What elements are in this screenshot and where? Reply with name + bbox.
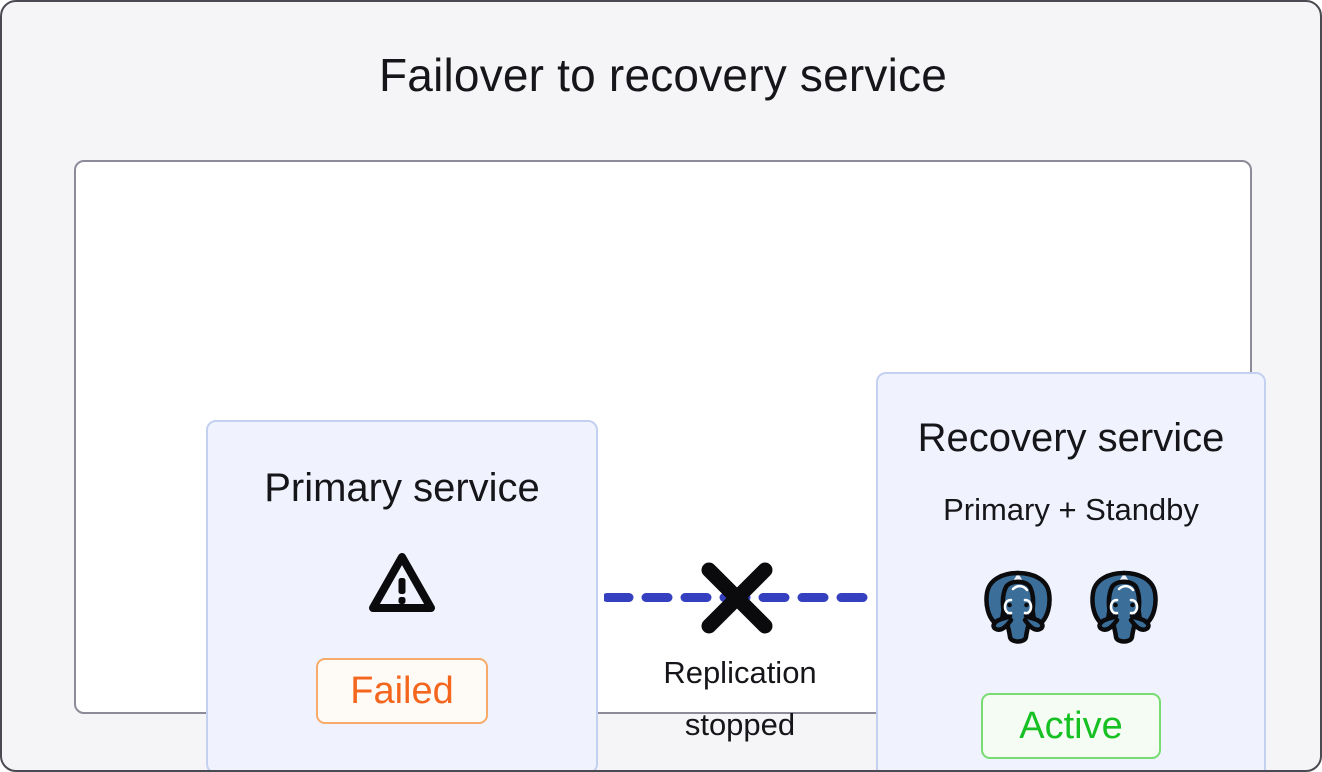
primary-service-title: Primary service xyxy=(264,466,540,510)
warning-triangle-icon xyxy=(369,553,435,612)
postgres-node-row xyxy=(980,567,1162,647)
replication-status-label: Replication stopped xyxy=(600,647,880,751)
replication-label-line1: Replication xyxy=(663,655,817,690)
recovery-service-subtitle: Primary + Standby xyxy=(943,492,1199,527)
recovery-service-box: Recovery service Primary + Standby xyxy=(876,372,1266,770)
x-cross-icon xyxy=(701,562,773,634)
page-title: Failover to recovery service xyxy=(379,49,947,101)
postgresql-elephant-icon xyxy=(1090,570,1158,644)
diagram-canvas-panel: Primary service Failed Replication stopp… xyxy=(74,160,1266,770)
status-badge-active: Active xyxy=(981,693,1161,759)
recovery-service-title: Recovery service xyxy=(917,416,1225,460)
primary-service-box: Primary service Failed xyxy=(206,420,598,770)
postgresql-elephant-icon xyxy=(984,570,1052,644)
status-badge-failed: Failed xyxy=(316,658,488,724)
replication-label-line2: stopped xyxy=(684,707,796,742)
